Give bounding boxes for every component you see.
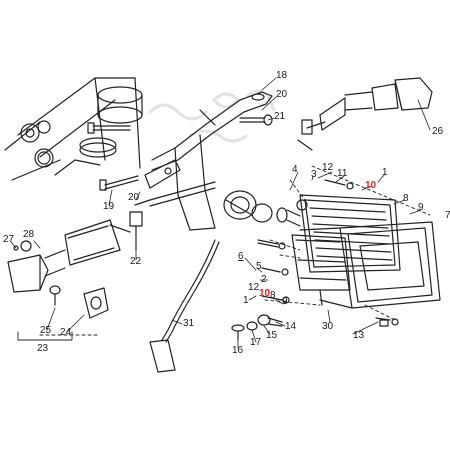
callout-1-upper: 1 — [382, 167, 388, 178]
headlight-bracket — [134, 91, 273, 231]
callout-9-lower: 9 — [282, 296, 288, 307]
callout-16: 16 — [232, 345, 244, 356]
callout-20-upper: 20 — [276, 89, 288, 100]
headlight-housing — [291, 234, 351, 306]
callout-22: 22 — [130, 256, 142, 267]
callout-9-upper: 9 — [418, 202, 424, 213]
callout-2: 2 — [261, 274, 267, 285]
mounting-rod — [129, 211, 143, 251]
cable-31 — [149, 239, 220, 373]
callout-8-upper: 8 — [403, 193, 409, 204]
callout-1-lower: 1 — [243, 295, 249, 306]
callout-24: 24 — [60, 327, 72, 338]
callout-12-upper: 12 — [322, 162, 334, 173]
callout-12-lower: 12 — [248, 282, 260, 293]
callout-15: 15 — [266, 330, 278, 341]
callout-17: 17 — [250, 337, 262, 348]
callout-14: 14 — [285, 321, 297, 332]
callout-21: 21 — [274, 111, 286, 122]
headlight-bezel — [299, 221, 441, 309]
adjuster-screws — [257, 179, 399, 326]
turn-signal-right — [297, 77, 433, 151]
callout-6: 6 — [238, 251, 244, 262]
callout-4: 4 — [292, 164, 298, 175]
callout-30: 30 — [322, 321, 334, 332]
callout-26: 26 — [432, 126, 444, 137]
guide-lines — [39, 165, 431, 336]
callout-27: 27 — [3, 234, 15, 245]
callout-19: 19 — [103, 201, 115, 212]
steering-head — [79, 86, 143, 158]
callout-8-lower: 8 — [270, 290, 276, 301]
callout-10-lower: 10 — [259, 288, 271, 299]
callout-3: 3 — [311, 169, 317, 180]
bulb-holder — [223, 190, 308, 227]
callout-25: 25 — [40, 325, 52, 336]
callout-31: 31 — [183, 318, 195, 329]
callout-20-lower: 20 — [128, 192, 140, 203]
grommets — [20, 120, 54, 168]
callout-11: 11 — [337, 168, 348, 179]
watermark — [148, 89, 276, 143]
leader-lines — [10, 77, 431, 349]
callout-bracket-23 — [17, 331, 73, 341]
callout-13: 13 — [353, 330, 365, 341]
callout-5: 5 — [256, 261, 262, 272]
frame-tubes — [4, 77, 141, 181]
callout-18: 18 — [276, 70, 288, 81]
turn-signal-left — [7, 219, 131, 306]
screw-19 — [99, 175, 139, 191]
callout-23: 23 — [37, 343, 49, 354]
callout-28: 28 — [23, 229, 35, 240]
lens-24 — [83, 287, 109, 319]
callout-7: 7 — [445, 210, 450, 221]
callout-10-upper: 10 — [365, 180, 377, 191]
screws-upper — [87, 93, 273, 134]
